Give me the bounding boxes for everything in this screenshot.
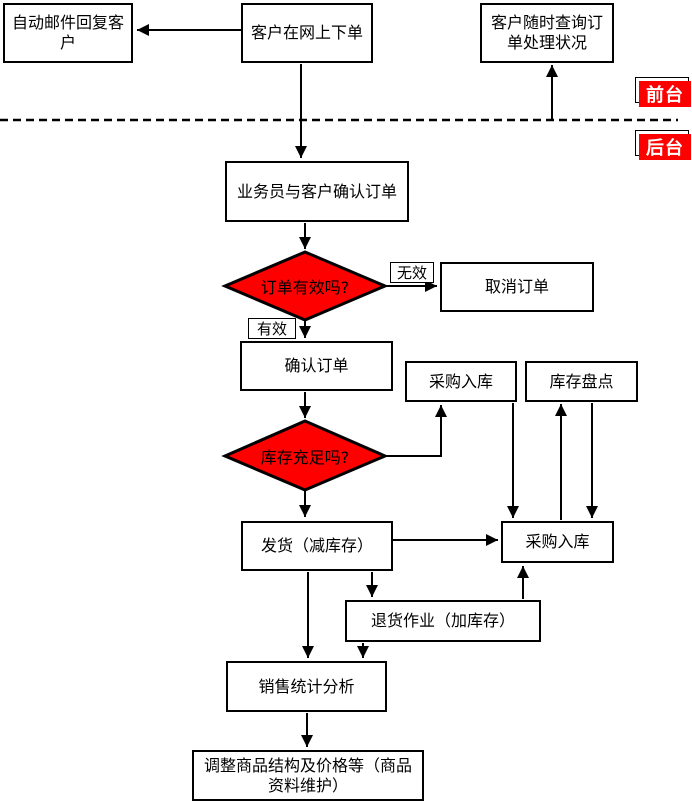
decision-order-valid-diamond <box>221 250 389 322</box>
node-ship-reduce-stock-label: 发货（减库存） <box>260 536 373 555</box>
node-confirm-with-customer-label: 业务员与客户确认订单 <box>236 181 397 201</box>
node-cancel-order: 取消订单 <box>440 262 594 312</box>
lane-label-front: 前台 <box>635 77 691 107</box>
node-auto-email-label: 自动邮件回复客户 <box>11 13 124 52</box>
node-cancel-order-label: 取消订单 <box>484 277 549 296</box>
node-return-add-stock: 退货作业（加库存） <box>345 600 541 642</box>
node-return-add-stock-label: 退货作业（加库存） <box>370 611 515 630</box>
node-inventory-check-label: 库存盘点 <box>549 371 614 391</box>
node-purchase-in-upper-label: 采购入库 <box>428 371 493 391</box>
node-adjust-products: 调整商品结构及价格等（商品资料维护） <box>192 750 424 801</box>
decision-stock-enough-label: 库存充足吗? <box>260 448 350 467</box>
node-sales-analysis-label: 销售统计分析 <box>258 676 355 696</box>
node-query-status-label: 客户随时查询订单处理状况 <box>490 13 603 52</box>
node-sales-analysis: 销售统计分析 <box>226 661 387 712</box>
node-purchase-in-lower: 采购入库 <box>501 521 614 563</box>
node-ship-reduce-stock: 发货（减库存） <box>241 521 393 571</box>
node-adjust-products-label: 调整商品结构及价格等（商品资料维护） <box>203 755 412 795</box>
node-order-online-label: 客户在网上下单 <box>250 23 363 42</box>
node-purchase-in-upper: 采购入库 <box>405 361 517 402</box>
decision-order-valid-label: 订单有效吗? <box>260 278 350 297</box>
decision-stock-enough-diamond <box>221 419 389 492</box>
node-purchase-in-lower-label: 采购入库 <box>525 532 590 551</box>
node-query-status: 客户随时查询订单处理状况 <box>480 3 614 63</box>
node-confirm-with-customer: 业务员与客户确认订单 <box>225 161 409 222</box>
node-inventory-check: 库存盘点 <box>525 361 638 402</box>
edge-label-valid: 有效 <box>248 318 296 339</box>
lane-label-back-text: 后台 <box>639 134 691 160</box>
node-confirm-order-label: 确认订单 <box>284 356 349 375</box>
edge-stock-enough-to-purchase-upper <box>385 405 447 457</box>
node-order-online: 客户在网上下单 <box>241 3 373 63</box>
edge-label-invalid: 无效 <box>390 262 434 283</box>
lane-label-front-text: 前台 <box>639 81 691 107</box>
lane-label-back: 后台 <box>635 130 691 160</box>
node-confirm-order: 确认订单 <box>240 341 393 391</box>
node-auto-email: 自动邮件回复客户 <box>3 3 133 63</box>
